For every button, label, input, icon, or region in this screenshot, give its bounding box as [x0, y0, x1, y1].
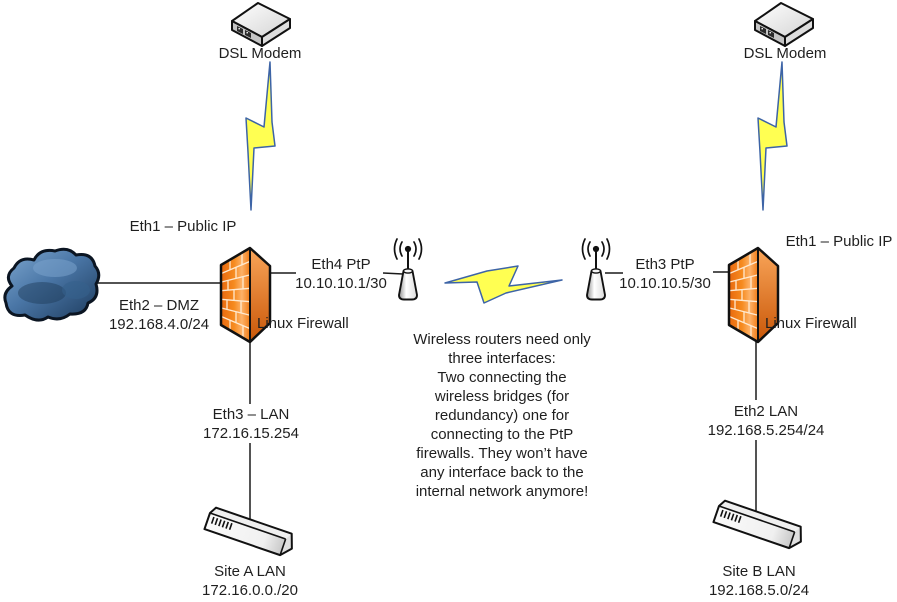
label-site-b-lan: Site B LAN 192.168.5.0/24	[709, 562, 809, 600]
lan-switch-icon-site-b	[712, 498, 807, 553]
dsl-modem-icon-site-a	[231, 2, 291, 47]
eth4-ptp-ip: 10.10.10.1/30	[295, 275, 387, 292]
eth2-dmz-name: Eth2 – DMZ	[118, 297, 200, 314]
label-eth2-lan-b: Eth2 LAN 192.168.5.254/24	[708, 402, 825, 440]
label-eth4-ptp-a: Eth4 PtP 10.10.10.1/30	[295, 255, 387, 293]
eth3-ptp-ip: 10.10.10.5/30	[619, 275, 711, 292]
site-b-lan-name: Site B LAN	[722, 563, 796, 580]
wireless-router-icon-a	[393, 238, 423, 301]
site-a-lan-name: Site A LAN	[214, 563, 286, 580]
link-ptp-to-antenna-a	[382, 272, 404, 275]
lightning-bolt-icon-dsl-b	[757, 61, 788, 211]
label-eth3-lan-a: Eth3 – LAN 172.16.15.254	[203, 405, 299, 443]
label-linux-firewall-b: Linux Firewall	[765, 315, 857, 332]
label-eth1-site-a: Eth1 – Public IP	[129, 218, 237, 235]
eth3-lan-name: Eth3 – LAN	[212, 406, 290, 423]
eth3-lan-ip: 172.16.15.254	[203, 425, 299, 442]
label-dsl-modem-a: DSL Modem	[218, 45, 302, 62]
label-site-a-lan: Site A LAN 172.16.0.0./20	[202, 562, 298, 600]
eth2-dmz-ip: 192.168.4.0/24	[108, 316, 210, 333]
connector-lines	[96, 271, 757, 522]
eth2-lan-ip: 192.168.5.254/24	[707, 422, 825, 439]
site-a-lan-ip: 172.16.0.0./20	[202, 582, 298, 599]
cloud-icon	[3, 247, 101, 322]
label-eth3-ptp-b: Eth3 PtP 10.10.10.5/30	[619, 255, 711, 293]
label-linux-firewall-a: Linux Firewall	[257, 315, 349, 332]
eth3-ptp-name: Eth3 PtP	[635, 256, 695, 273]
label-dsl-modem-b: DSL Modem	[743, 45, 827, 62]
wireless-router-icon-b	[581, 238, 611, 301]
wireless-routers-note: Wireless routers need only three interfa…	[413, 331, 591, 500]
site-b-lan-ip: 192.168.5.0/24	[708, 582, 810, 599]
lightning-bolt-icon-dsl-a	[245, 61, 276, 211]
lightning-bolt-icon-wireless-link	[444, 265, 563, 304]
label-eth1-site-b: Eth1 – Public IP	[785, 233, 893, 250]
eth4-ptp-name: Eth4 PtP	[311, 256, 371, 273]
dsl-modem-icon-site-b	[754, 2, 814, 47]
label-eth2-dmz-a: Eth2 – DMZ 192.168.4.0/24	[109, 296, 209, 334]
eth2-lan-name: Eth2 LAN	[733, 403, 799, 420]
